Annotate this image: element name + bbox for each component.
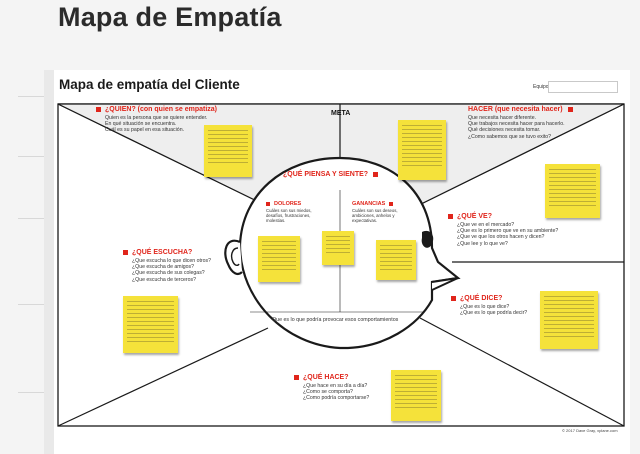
sticky-note[interactable]: [540, 291, 598, 349]
sticky-note[interactable]: [398, 120, 446, 180]
section-ganancias-line: ambiciones, anhelos y: [352, 213, 395, 218]
divider: [18, 304, 44, 305]
meta-region-shade: [58, 104, 624, 207]
board-title: Mapa de empatía del Cliente: [59, 77, 240, 92]
divider: [18, 392, 44, 393]
section-dolores-line: desafíos, frustraciones,: [266, 213, 311, 218]
section-hace: ¿QUÉ HACE? ¿Que hace en su día a día? ¿C…: [294, 374, 369, 402]
section-escucha-line: ¿Que escucha de sus colegas?: [132, 270, 205, 277]
divider: [18, 96, 44, 97]
section-dolores: DOLORES Cuáles son sus miedos, desafíos,…: [266, 201, 312, 223]
section-hacer-title: HACER (que necesita hacer): [468, 106, 563, 113]
sticky-note[interactable]: [376, 240, 416, 280]
section-quien-line: Cuál es su papel en esa situación.: [105, 127, 185, 134]
section-hacer-line: Que trabajos necesita hacer para hacerlo…: [468, 121, 565, 128]
section-quien-line: Quien es la persona que se quiere entend…: [105, 115, 208, 121]
section-dice-line: ¿Que es lo que podría decir?: [460, 310, 528, 317]
section-hace-line: ¿Como se comporta?: [303, 389, 353, 396]
section-ve-line: ¿Que ve que los otros hacen y dicen?: [457, 234, 545, 241]
section-ganancias-title: GANANCIAS: [352, 201, 386, 207]
section-dolores-line: Cuáles son sus miedos,: [266, 208, 312, 213]
sticky-note[interactable]: [545, 164, 600, 218]
section-hacer-line: Qué decisiones necesita tomar.: [468, 127, 541, 134]
section-hace-line: ¿Que hace en su día a día?: [303, 383, 368, 389]
section-marker-icon: [448, 214, 453, 219]
section-ve-line: ¿Que es lo primero que ve en su ambiente…: [457, 228, 559, 235]
page-title: Mapa de Empatía: [58, 2, 282, 32]
section-dice-line: ¿Que es lo que dice?: [460, 304, 510, 310]
divider: [18, 156, 44, 157]
section-marker-icon: [294, 375, 299, 380]
eye-mark: [421, 230, 434, 248]
section-dolores-line: molestias.: [266, 218, 286, 223]
divider: [18, 218, 44, 219]
sticky-note[interactable]: [258, 236, 300, 282]
section-escucha-line: ¿Que escucha de amigos?: [132, 264, 194, 271]
section-ganancias-line: expectativas.: [352, 218, 378, 223]
section-hacer: HACER (que necesita hacer) Que necesita …: [468, 106, 573, 140]
section-ganancias-line: Cuáles son sus deseos,: [352, 208, 398, 213]
ear-inner: [230, 247, 240, 266]
sticky-note[interactable]: [322, 231, 354, 265]
diagonal-bottom-right: [419, 317, 625, 427]
section-marker-icon: [389, 202, 394, 206]
section-escucha-title: ¿QUÉ ESCUCHA?: [132, 249, 193, 256]
section-piensa-title: ¿QUÉ PIENSA Y SIENTE?: [283, 171, 369, 178]
section-quien-title: ¿QUIEN? (con quien se empatiza): [105, 106, 218, 113]
mouth-mark: [431, 277, 459, 291]
section-escucha: ¿QUÉ ESCUCHA? ¿Que escucha lo que dicen …: [123, 249, 211, 283]
diagonal-bottom-left: [57, 327, 269, 427]
section-escucha-line: ¿Que escucha de terceros?: [132, 276, 197, 283]
section-ve-line: ¿Que lee y lo que ve?: [457, 240, 508, 247]
section-dice-title: ¿QUÉ DICE?: [460, 295, 503, 302]
team-input[interactable]: [548, 81, 618, 93]
section-ve: ¿QUÉ VE? ¿Que ve en el mercado? ¿Que es …: [448, 213, 558, 247]
copyright-text: © 2017 Dave Gray, xplane.com: [562, 428, 618, 433]
section-marker-icon: [123, 250, 128, 255]
behavior-question: Que es lo que podría provocar esos compo…: [272, 317, 399, 323]
section-ganancias: GANANCIAS Cuáles son sus deseos, ambicio…: [352, 201, 398, 223]
section-escucha-line: ¿Que escucha lo que dicen otros?: [132, 258, 212, 264]
section-marker-icon: [96, 107, 101, 112]
section-ve-line: ¿Que ve en el mercado?: [457, 222, 515, 228]
section-hacer-line: ¿Como sabemos que se tuvo exito?: [468, 133, 552, 140]
sticky-note[interactable]: [204, 125, 252, 177]
section-dolores-title: DOLORES: [274, 201, 302, 207]
section-hacer-line: Que necesita hacer diferente.: [468, 115, 537, 121]
section-marker-icon: [266, 202, 270, 206]
sticky-note[interactable]: [123, 296, 178, 353]
meta-label: META: [331, 110, 351, 117]
section-hace-line: ¿Como podría comportarse?: [303, 395, 370, 402]
section-ve-title: ¿QUÉ VE?: [457, 213, 493, 220]
section-quien-line: En qué situación se encuentra.: [105, 121, 177, 128]
section-quien: ¿QUIEN? (con quien se empatiza) Quien es…: [96, 106, 217, 134]
team-label: Equipo:: [533, 84, 550, 90]
section-marker-icon: [373, 172, 379, 177]
section-marker-icon: [567, 107, 573, 112]
section-piensa: ¿QUÉ PIENSA Y SIENTE?: [283, 171, 379, 178]
section-dice: ¿QUÉ DICE? ¿Que es lo que dice? ¿Que es …: [451, 295, 527, 316]
sticky-note[interactable]: [391, 370, 441, 421]
section-marker-icon: [451, 296, 456, 301]
section-hace-title: ¿QUÉ HACE?: [303, 374, 349, 381]
